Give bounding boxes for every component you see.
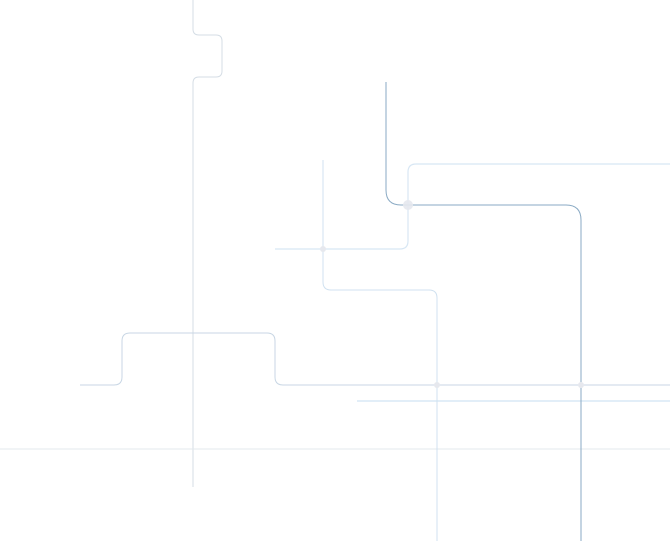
junction-node — [578, 382, 584, 388]
upper-route-line — [275, 163, 670, 250]
step-line — [80, 332, 670, 386]
left-vertical-line-with-bump — [192, 0, 223, 487]
middle-route-line — [322, 160, 438, 541]
junction-node — [403, 200, 413, 210]
junction-node — [320, 246, 326, 252]
primary-route-line — [385, 82, 582, 541]
junction-node — [434, 382, 440, 388]
